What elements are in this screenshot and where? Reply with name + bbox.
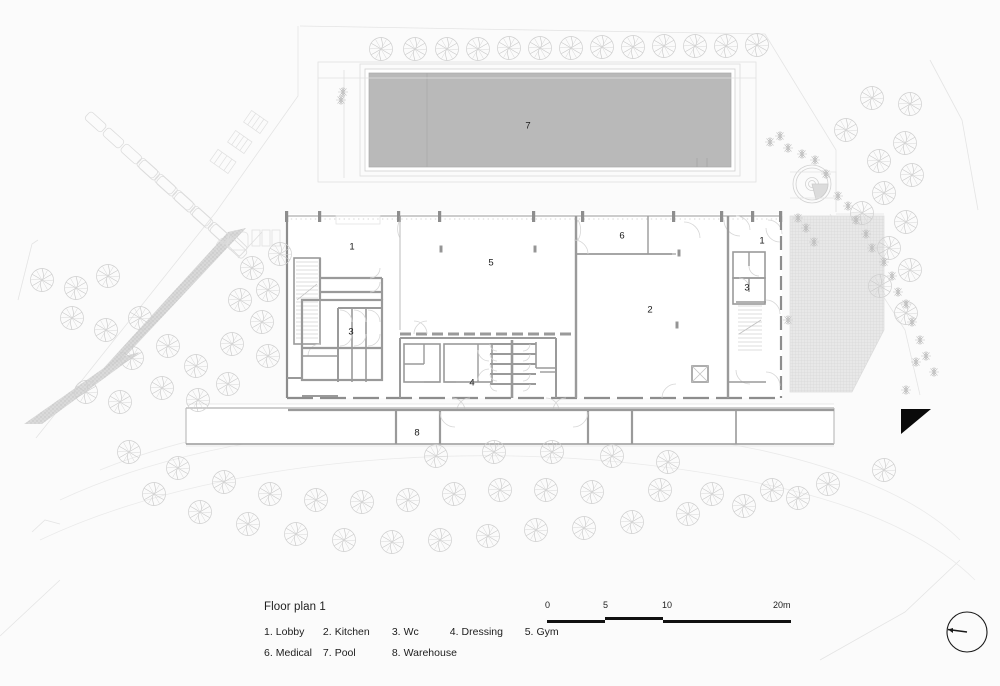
scale-segment-3 (663, 620, 791, 623)
room-key-item: 3.Wc (392, 626, 447, 638)
building-footprint (186, 214, 834, 444)
warehouse-strip (185, 407, 835, 445)
room-key-label: Kitchen (334, 626, 370, 638)
room-key-row: 1.Lobby 2.Kitchen 3.Wc 4.Dressing 5.Gym (264, 626, 564, 638)
scale-tick-0: 0 (545, 600, 551, 610)
room-number-8-warehouse: 8 (414, 427, 420, 439)
room-key-number: 5. (524, 626, 534, 638)
room-key-list: 1.Lobby 2.Kitchen 3.Wc 4.Dressing 5.Gym … (264, 626, 564, 659)
room-key-number: 7. (322, 647, 332, 659)
north-compass (946, 611, 988, 653)
entry-direction-marker (901, 409, 931, 434)
room-number-1-lobby-west: 1 (349, 241, 355, 253)
scale-tick-5: 5 (603, 600, 609, 610)
room-number-1-lobby-east: 1 (759, 235, 765, 247)
room-key-number: 3. (391, 626, 401, 638)
east-wing-partitions (573, 215, 781, 399)
plan-title: Floor plan 1 (264, 601, 326, 613)
room-number-2-kitchen: 2 (647, 304, 653, 316)
west-wing-partitions (287, 257, 384, 397)
room-number-4-dressing: 4 (469, 377, 475, 389)
room-key-item: 7.Pool (323, 647, 389, 659)
scale-segment-1 (547, 620, 605, 623)
room-key-number: 4. (449, 626, 459, 638)
room-key-item: 5.Gym (525, 626, 559, 638)
room-key-number: 6. (264, 647, 273, 659)
room-number-7-pool: 7 (525, 120, 531, 132)
room-key-label: Lobby (275, 626, 305, 638)
building-outer-walls (285, 216, 783, 400)
room-key-number: 2. (322, 626, 332, 638)
room-key-label: Wc (403, 626, 419, 638)
room-key-label: Pool (334, 647, 356, 659)
room-key-label: Medical (275, 647, 312, 659)
room-number-5-gym: 5 (488, 257, 494, 269)
room-key-label: Gym (536, 626, 559, 638)
terrace-steps (209, 110, 269, 174)
room-key-number: 8. (391, 647, 401, 659)
room-key-label: Dressing (461, 626, 503, 638)
site-boundary (0, 25, 979, 661)
room-key-item: 8.Warehouse (392, 647, 457, 659)
pool-enclosure (317, 61, 757, 183)
room-key-item: 1.Lobby (264, 626, 320, 638)
swimming-pool (359, 63, 741, 177)
entry-steps-nw (215, 229, 281, 253)
room-number-3-wc-east: 3 (744, 282, 750, 294)
scale-tick-10: 10 (662, 600, 673, 610)
room-key-row: 6.Medical 7.Pool 8.Warehouse (264, 647, 564, 659)
legend: Floor plan 1 1.Lobby 2.Kitchen 3.Wc 4.Dr… (264, 601, 564, 668)
gym-partitions (399, 216, 572, 336)
room-number-6-medical: 6 (619, 230, 625, 242)
room-key-number: 1. (264, 626, 273, 638)
room-key-item: 6.Medical (264, 647, 320, 659)
scale-segment-2 (605, 617, 663, 620)
dressing-cubicles (399, 337, 567, 412)
hedge-planting-strip (24, 228, 246, 424)
room-key-label: Warehouse (403, 647, 457, 659)
scale-bar: 0 5 10 20m (545, 600, 795, 630)
circular-drive-feature (792, 164, 832, 204)
room-number-3-wc-west: 3 (348, 326, 354, 338)
scale-tick-20: 20m (773, 600, 791, 610)
paved-terrace (789, 215, 885, 393)
room-key-item: 2.Kitchen (323, 626, 389, 638)
room-key-item: 4.Dressing (450, 626, 522, 638)
